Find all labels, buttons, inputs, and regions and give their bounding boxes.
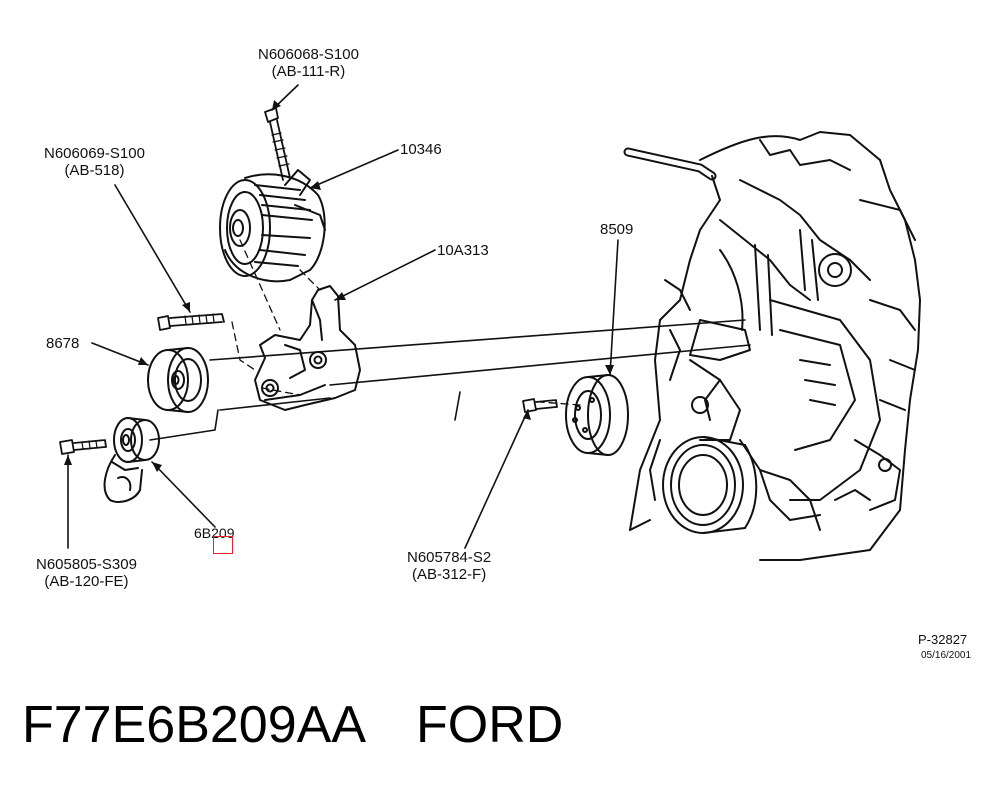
part-highlight-box[interactable] bbox=[213, 536, 233, 554]
bolt-n605784 bbox=[522, 398, 558, 413]
callout-code: (AB-120-FE) bbox=[44, 573, 129, 590]
callout-8678: 8678 bbox=[46, 335, 79, 352]
callout-6b209: 6B209 bbox=[194, 525, 234, 542]
callout-10a313: 10A313 bbox=[437, 242, 489, 259]
belt-path-lines bbox=[149, 319, 751, 441]
tensioner-6b209 bbox=[103, 417, 160, 503]
figure-id: P-32827 bbox=[918, 632, 968, 647]
callout-part-number: 10A313 bbox=[437, 242, 489, 259]
callout-part-number: 8509 bbox=[600, 221, 634, 238]
footer-part-number: F77E6B209AA bbox=[22, 696, 367, 754]
callout-n606069: N606069-S100 (AB-518) bbox=[44, 145, 145, 179]
callout-part-number: N606068-S100 bbox=[258, 46, 359, 63]
callout-n605805: N605805-S309 (AB-120-FE) bbox=[36, 556, 137, 590]
bolt-n606068 bbox=[264, 107, 291, 181]
callout-part-number: 10346 bbox=[400, 141, 442, 158]
figure-reference: P-32827 bbox=[918, 633, 967, 647]
water-pump-pulley-8509 bbox=[565, 374, 629, 456]
callout-code: (AB-312-F) bbox=[412, 566, 487, 583]
bolt-n605805 bbox=[59, 439, 107, 455]
callout-part-number: N605784-S2 bbox=[407, 549, 492, 566]
alternator-10346 bbox=[219, 169, 326, 283]
figure-date: 05/16/2001 bbox=[921, 650, 972, 661]
callout-part-number: 8678 bbox=[46, 335, 80, 352]
footer-brand: FORD bbox=[416, 696, 564, 754]
callout-arrowheads bbox=[64, 100, 614, 472]
callout-leaders bbox=[67, 84, 619, 549]
bolt-n606069 bbox=[157, 313, 225, 331]
callout-8509: 8509 bbox=[600, 221, 633, 238]
callout-code: (AB-518) bbox=[64, 162, 125, 179]
callout-n605784: N605784-S2 (AB-312-F) bbox=[407, 549, 491, 583]
callout-code: (AB-111-R) bbox=[271, 63, 346, 80]
engine-block bbox=[623, 131, 921, 561]
callout-part-number: N606069-S100 bbox=[44, 145, 145, 162]
figure-date-block: 05/16/2001 bbox=[921, 650, 971, 661]
bracket-10a313 bbox=[254, 285, 361, 411]
idler-pulley-8678 bbox=[147, 347, 209, 413]
crankshaft-pulley bbox=[662, 436, 758, 534]
callout-n606068: N606068-S100 (AB-111-R) bbox=[258, 46, 359, 80]
footer-caption: F77E6B209AA FORD bbox=[22, 695, 563, 755]
callout-part-number: 6B209 bbox=[194, 525, 235, 541]
callout-10346: 10346 bbox=[400, 141, 442, 158]
callout-part-number: N605805-S309 bbox=[36, 556, 137, 573]
